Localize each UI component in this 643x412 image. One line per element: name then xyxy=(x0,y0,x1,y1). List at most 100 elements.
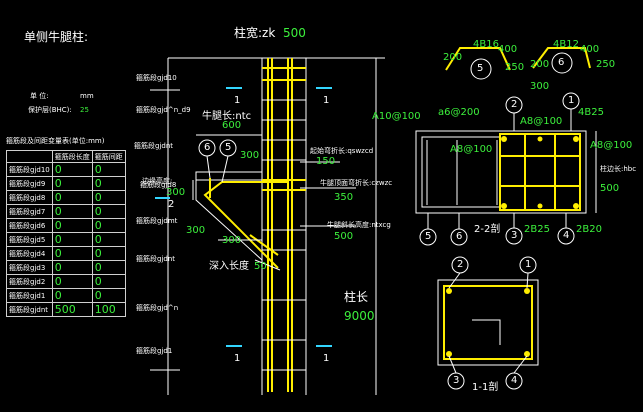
corbel-dim-300: 300 xyxy=(222,235,242,246)
table-row-length[interactable]: 0 xyxy=(51,260,93,275)
segment-label: 箍筋段gjd10 xyxy=(136,74,177,82)
column-length-value: 9000 xyxy=(344,309,375,323)
bar-2b25-label: 2B25 xyxy=(524,224,550,235)
table-row-spacing[interactable]: 100 xyxy=(91,302,126,317)
hbc-value: 500 xyxy=(600,183,620,194)
callout-6: 6 xyxy=(204,142,211,153)
segment-label: 箍筋段gjd^n_d9 xyxy=(136,106,191,114)
table-header-cell: 箍筋段长度 xyxy=(51,150,93,163)
table-row-length[interactable]: 0 xyxy=(51,246,93,261)
corbel-anchor-label: 深入长度 xyxy=(209,261,249,272)
callout-2: 2 xyxy=(511,99,518,110)
leader-lines xyxy=(206,109,572,374)
corbel-length-value: 600 xyxy=(222,120,242,131)
column-stirrups xyxy=(262,99,306,371)
section-2-2-caption: 2-2剖 xyxy=(474,224,501,235)
unit-label: 单 位: xyxy=(30,92,49,100)
table-row-name: 箍筋段gjdnt xyxy=(6,302,53,317)
table-row-spacing[interactable]: 0 xyxy=(91,204,126,219)
table-row-spacing[interactable]: 0 xyxy=(91,288,126,303)
section-mark-1: 1 xyxy=(234,353,241,364)
table-header-cell: 箍筋间距 xyxy=(91,150,126,163)
column-width-label: 柱宽:zk xyxy=(234,26,276,40)
table-row-spacing[interactable]: 0 xyxy=(91,274,126,289)
table-row-name: 箍筋段gjd1 xyxy=(6,288,53,303)
corbel-top-bend-label: 牛腿顶面弯折长:czwzc xyxy=(320,179,393,187)
cover-value: 25 xyxy=(80,106,89,114)
table-row-name: 箍筋段gjd5 xyxy=(6,232,53,247)
dimension-lines xyxy=(150,58,377,395)
table-row-length[interactable]: 0 xyxy=(51,190,93,205)
corbel-dim-300: 300 xyxy=(166,187,186,198)
callout-6: 6 xyxy=(456,231,463,242)
table-row-length[interactable]: 0 xyxy=(51,274,93,289)
corbel-top-bend-value: 350 xyxy=(334,192,354,203)
table-row-length[interactable]: 0 xyxy=(51,232,93,247)
table-row-spacing[interactable]: 0 xyxy=(91,246,126,261)
table-row-length[interactable]: 0 xyxy=(51,218,93,233)
bar-a8-mid-label: A8@100 xyxy=(450,144,493,155)
callout-5: 5 xyxy=(225,142,232,153)
table-row-spacing[interactable]: 0 xyxy=(91,190,126,205)
bar-b12-bottom: 300 xyxy=(530,81,550,92)
drawing-title: 单侧牛腿柱: xyxy=(24,30,89,44)
table-row-length[interactable]: 0 xyxy=(51,176,93,191)
table-row-name: 箍筋段gjd7 xyxy=(6,204,53,219)
table-row-length[interactable]: 0 xyxy=(51,162,93,177)
column-width-value: 500 xyxy=(283,26,306,40)
table-row-length[interactable]: 500 xyxy=(51,302,93,317)
bar-detail-shapes xyxy=(445,47,591,71)
bar-b16-label: 4B16 xyxy=(473,39,499,50)
table-row-name: 箍筋段gjd9 xyxy=(6,176,53,191)
bar-a10-label: A10@100 xyxy=(372,111,421,122)
corbel-slope-label: 牛腿斜长高度:ntxcg xyxy=(327,221,391,229)
section-1-1-caption: 1-1剖 xyxy=(472,382,499,393)
table-row-length[interactable]: 0 xyxy=(51,288,93,303)
table-row-name: 箍筋段gjd10 xyxy=(6,162,53,177)
column-rebar xyxy=(262,58,306,392)
segment-label: 箍筋段gjd8 xyxy=(140,181,177,189)
table-row-length[interactable]: 0 xyxy=(51,204,93,219)
segment-label: 箍筋段gjdnt xyxy=(136,255,176,263)
callout-3: 3 xyxy=(453,375,460,386)
table-row-name: 箍筋段gjd3 xyxy=(6,260,53,275)
callout-4: 4 xyxy=(563,230,570,241)
table-row-spacing[interactable]: 0 xyxy=(91,218,126,233)
callout-3: 3 xyxy=(511,230,518,241)
table-row-name: 箍筋段gjd6 xyxy=(6,218,53,233)
table-row-spacing[interactable]: 0 xyxy=(91,260,126,275)
corbel-outline xyxy=(195,171,263,261)
callout-6: 6 xyxy=(558,57,565,68)
table-row-spacing[interactable]: 0 xyxy=(91,232,126,247)
section-1-1-bars xyxy=(446,288,530,357)
callout-2: 2 xyxy=(457,259,464,270)
callout-5: 5 xyxy=(477,63,484,74)
table-row-spacing[interactable]: 0 xyxy=(91,176,126,191)
section-2-2-bars xyxy=(501,136,579,209)
corbel-dim-300: 300 xyxy=(186,225,206,236)
cover-label: 保护层(BHC): xyxy=(28,106,72,114)
bar-b16-length: 400 xyxy=(498,44,518,55)
section-mark-2: 2 xyxy=(168,199,175,210)
unit-value: mm xyxy=(80,92,94,100)
column-length-label: 柱长 xyxy=(344,290,369,304)
corbel-bend-value: 150 xyxy=(316,156,336,167)
table-row-name: 箍筋段gjd8 xyxy=(6,190,53,205)
bar-b12-leg: 250 xyxy=(596,59,616,70)
section-mark-1: 1 xyxy=(323,95,330,106)
table-row-spacing[interactable]: 0 xyxy=(91,162,126,177)
table-row-name: 箍筋段gjd4 xyxy=(6,246,53,261)
segment-label: 箍筋段gjdmt xyxy=(136,217,178,225)
section-mark-1: 1 xyxy=(323,353,330,364)
